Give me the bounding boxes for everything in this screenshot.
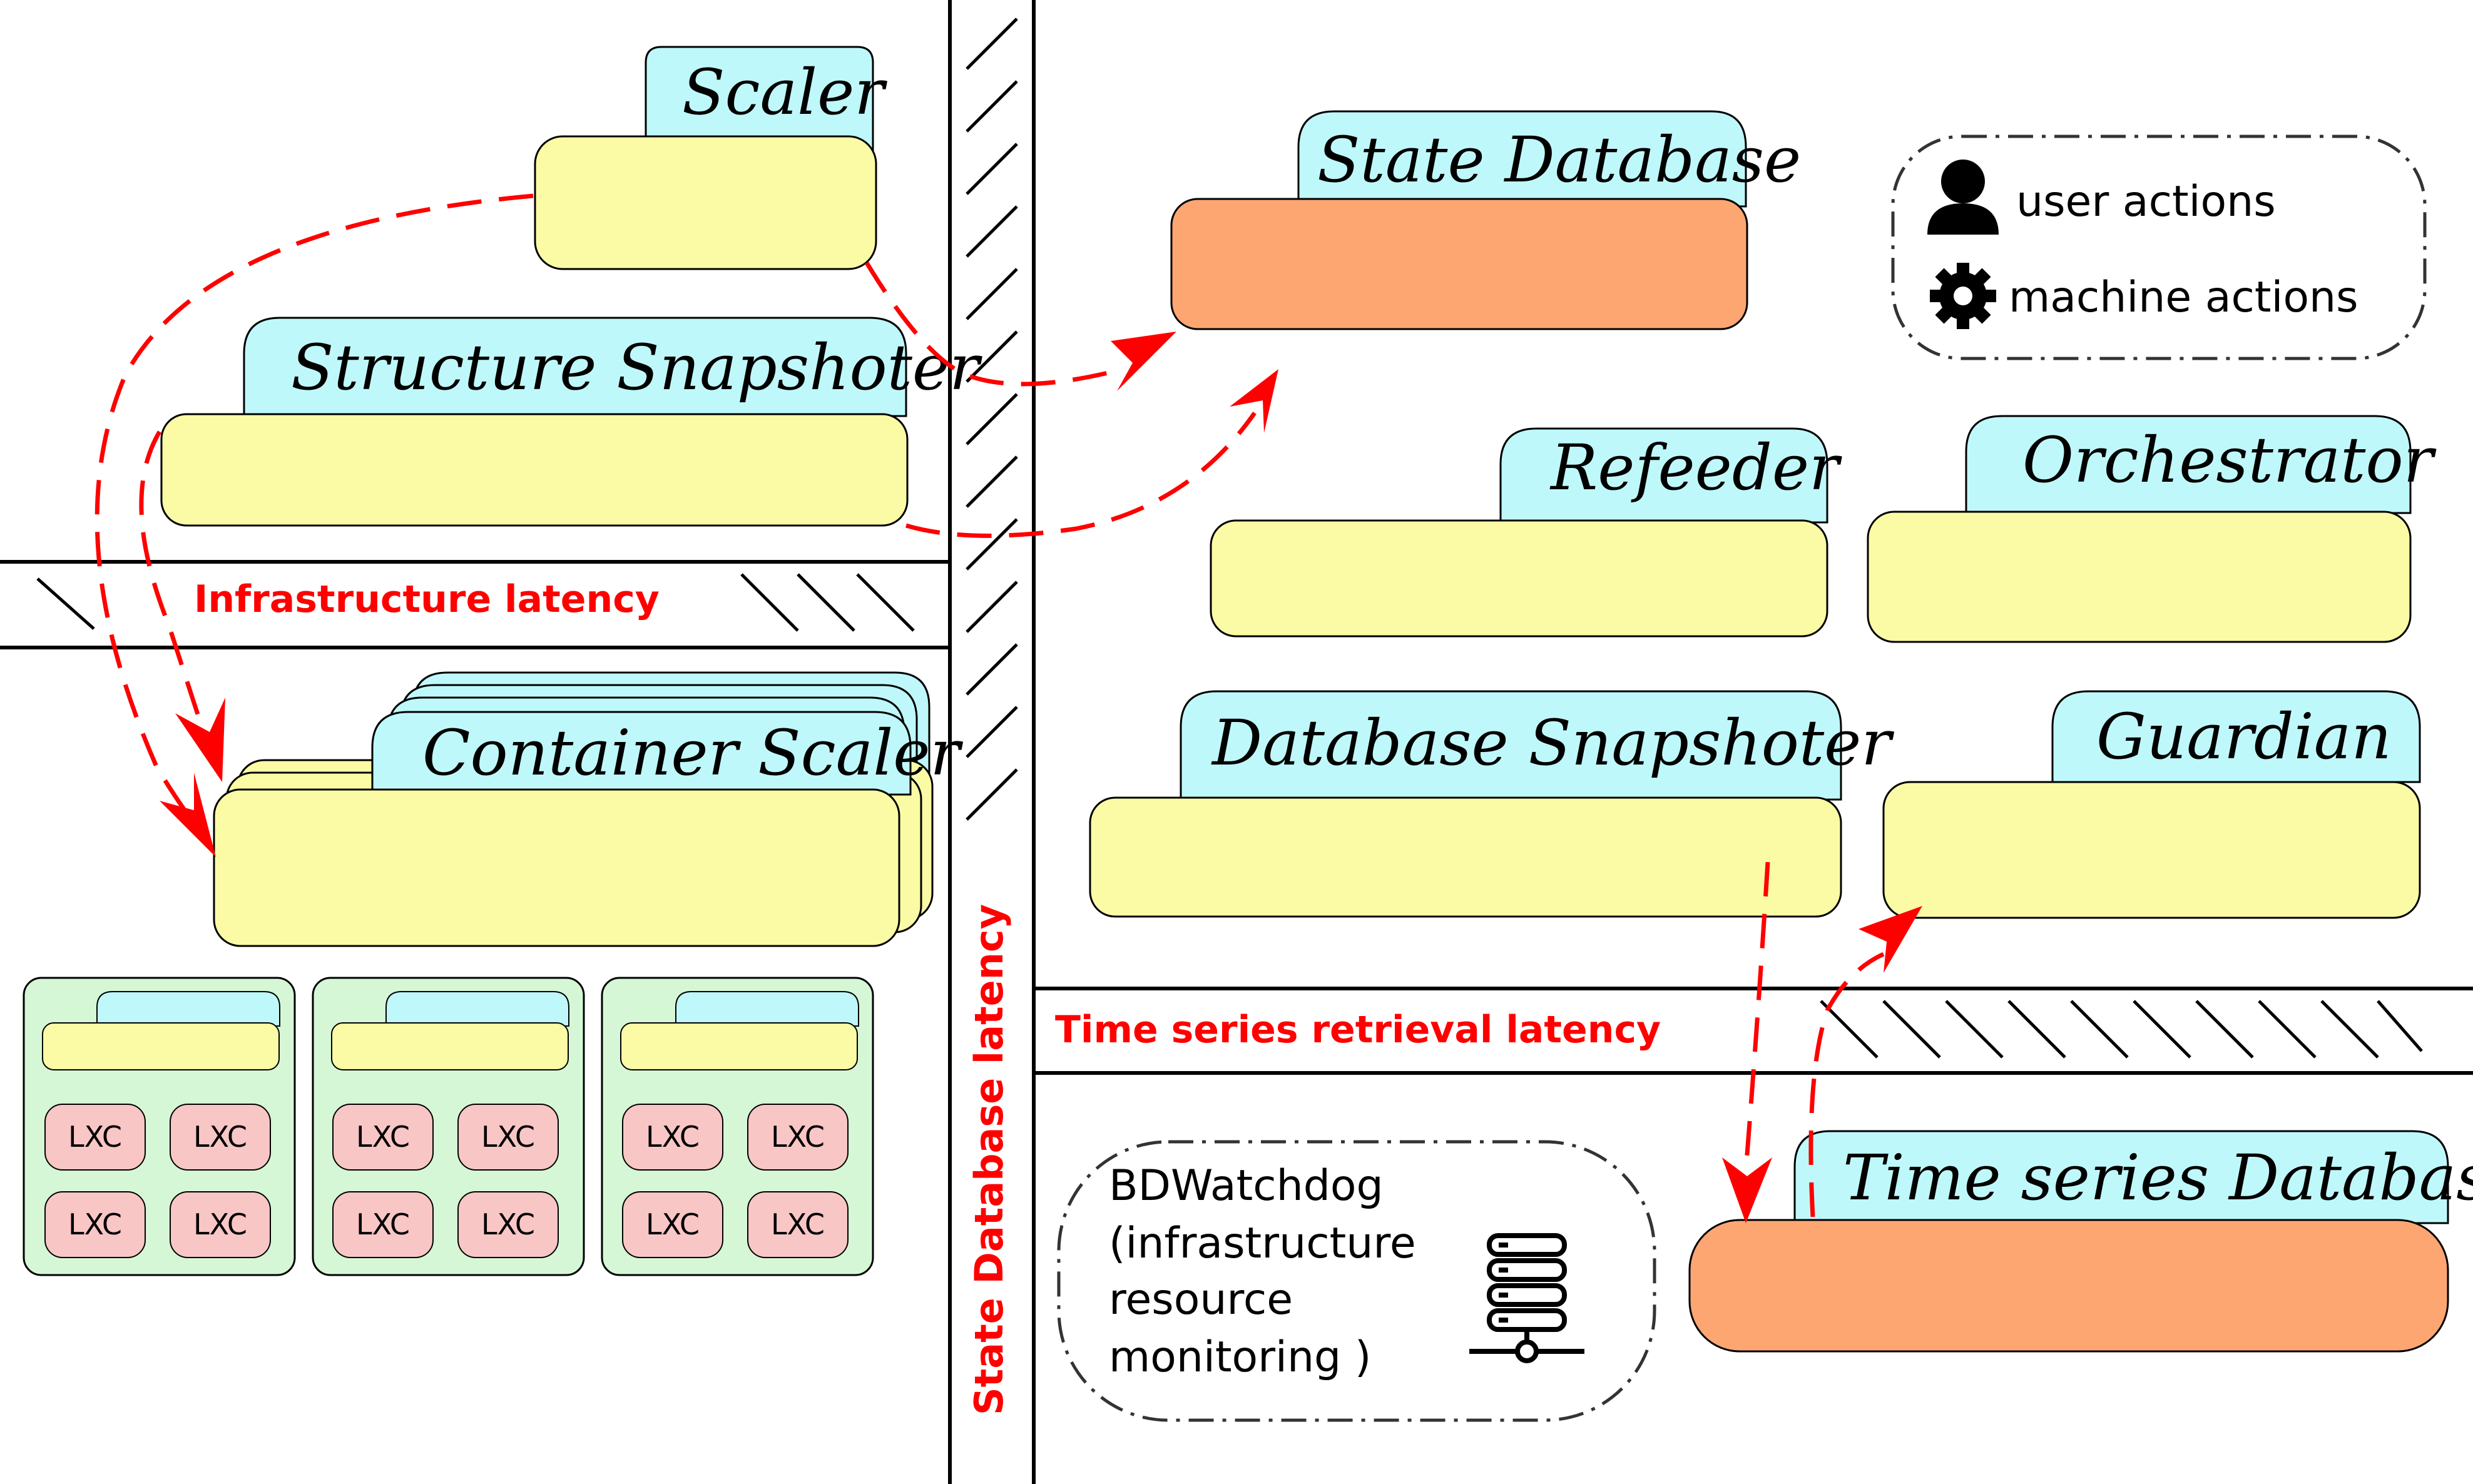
lxc-container: LXC	[457, 1191, 559, 1258]
bdwatchdog-line-3: resource	[1109, 1275, 1293, 1324]
host-1: LXC LXC LXC LXC	[23, 977, 296, 1276]
scaler-to-state-database-arrow	[865, 262, 1176, 391]
svg-text:LXC: LXC	[193, 1120, 247, 1154]
structure-snapshoter-title: Structure Snapshoter	[291, 331, 982, 404]
host-3: LXC LXC LXC LXC	[601, 977, 874, 1276]
infrastructure-latency-label: Infrastructure latency	[194, 577, 660, 621]
svg-text:LXC: LXC	[193, 1207, 247, 1241]
lxc-container: LXC	[332, 1104, 434, 1171]
time-series-latency-barrier	[1034, 987, 2473, 1075]
bdwatchdog-line-1: BDWatchdog	[1109, 1161, 1384, 1211]
container-scaler-module: Container Scaler	[213, 671, 963, 947]
container-scaler-title: Container Scaler	[422, 716, 963, 790]
svg-text:LXC: LXC	[771, 1120, 825, 1154]
structure-snapshoter-to-state-database-arrow	[905, 369, 1278, 538]
lxc-container: LXC	[44, 1104, 146, 1171]
guardian-module: Guardian	[1882, 690, 2421, 919]
svg-text:LXC: LXC	[356, 1120, 410, 1154]
database-snapshoter-title: Database Snapshoter	[1211, 706, 1894, 780]
legend-machine-actions: machine actions	[2009, 273, 2358, 322]
orchestrator-module: Orchestrator	[1867, 415, 2437, 643]
state-database-latency-label: State Database latency	[966, 904, 1012, 1415]
svg-text:LXC: LXC	[771, 1207, 825, 1241]
scaler-module: Scaler	[534, 46, 887, 270]
time-series-database-to-guardian-arrow	[1808, 906, 1922, 1217]
svg-text:LXC: LXC	[481, 1207, 535, 1241]
time-series-database-title: Time series Database	[1843, 1141, 2473, 1214]
database-snapshoter-to-time-series-database-arrow	[1722, 861, 1772, 1223]
server-icon	[1469, 1233, 1584, 1363]
refeeder-module: Refeeder	[1210, 427, 1842, 638]
lxc-container: LXC	[44, 1191, 146, 1258]
database-snapshoter-module: Database Snapshoter	[1089, 690, 1894, 918]
lxc-container: LXC	[622, 1191, 723, 1258]
svg-text:LXC: LXC	[646, 1120, 700, 1154]
svg-text:LXC: LXC	[356, 1207, 410, 1241]
legend: user actions machine actions	[1891, 135, 2427, 360]
lxc-container: LXC	[747, 1104, 849, 1171]
scaler-to-container-scaler-arrow	[94, 193, 534, 857]
gear-icon	[1930, 263, 1996, 329]
scaler-title: Scaler	[682, 56, 887, 129]
structure-snapshoter-to-container-scaler-arrow	[139, 430, 225, 782]
legend-user-actions: user actions	[2016, 177, 2276, 226]
infrastructure-latency-barrier	[0, 560, 951, 649]
bdwatchdog-line-4: monitoring )	[1109, 1333, 1371, 1382]
bdwatchdog-line-2: (infrastructure	[1109, 1219, 1416, 1268]
guardian-title: Guardian	[2096, 700, 2392, 773]
lxc-container: LXC	[747, 1191, 849, 1258]
host-2: LXC LXC LXC LXC	[312, 977, 585, 1276]
time-series-database-module: Time series Database	[1688, 1130, 2473, 1353]
user-icon	[1927, 160, 1999, 235]
lxc-container: LXC	[332, 1191, 434, 1258]
refeeder-title: Refeeder	[1549, 431, 1842, 504]
svg-text:LXC: LXC	[481, 1120, 535, 1154]
lxc-container: LXC	[457, 1104, 559, 1171]
lxc-container: LXC	[170, 1104, 271, 1171]
lxc-container: LXC	[622, 1104, 723, 1171]
state-database-latency-barrier	[948, 0, 1036, 1484]
time-series-latency-label: Time series retrieval latency	[1055, 1008, 1661, 1052]
state-database-module: State Database	[1170, 110, 1801, 330]
state-database-title: State Database	[1317, 123, 1801, 196]
svg-text:LXC: LXC	[646, 1207, 700, 1241]
bdwatchdog-panel: BDWatchdog (infrastructure resource moni…	[1057, 1140, 1656, 1422]
svg-text:LXC: LXC	[68, 1207, 122, 1241]
svg-text:LXC: LXC	[68, 1120, 122, 1154]
lxc-container: LXC	[170, 1191, 271, 1258]
structure-snapshoter-module: Structure Snapshoter	[160, 317, 982, 527]
orchestrator-title: Orchestrator	[2022, 424, 2437, 497]
